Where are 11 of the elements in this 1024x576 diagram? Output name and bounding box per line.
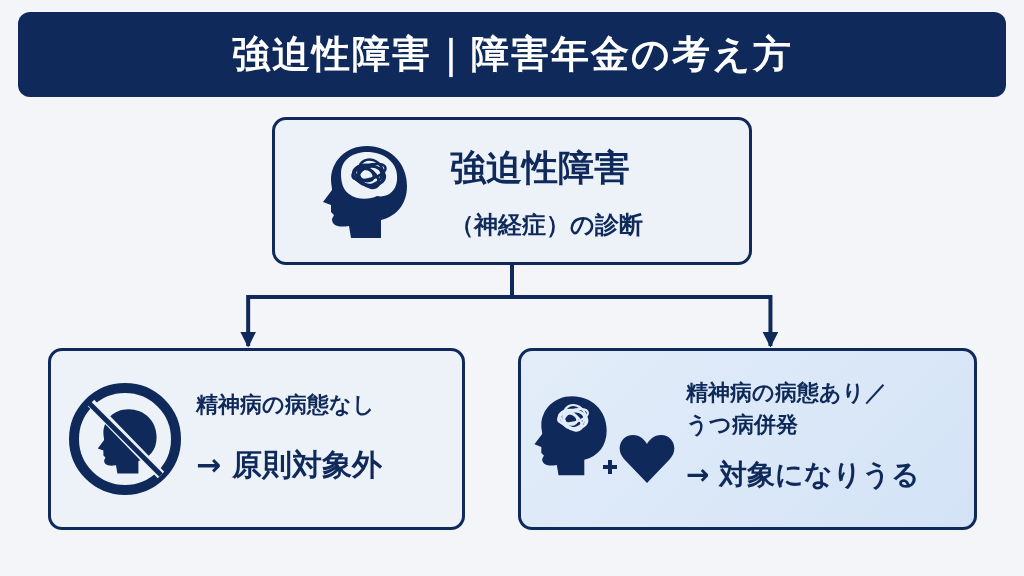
body-text: → 原則対象外: [196, 445, 383, 484]
heading-text: 精神病の病態あり／うつ病併発: [686, 379, 888, 439]
title-banner: 強迫性障害｜障害年金の考え方: [18, 12, 1006, 97]
rounded-box: [518, 348, 977, 530]
heading-text: 精神病の病態なし: [196, 391, 376, 419]
body-text: （神経症）の診断: [450, 210, 644, 242]
body-text: → 対象になりうる: [686, 456, 922, 493]
rounded-box: [48, 348, 465, 530]
heading-text: 強迫性障害: [450, 146, 631, 190]
rounded-box: [272, 117, 752, 265]
arrow: [510, 265, 779, 348]
